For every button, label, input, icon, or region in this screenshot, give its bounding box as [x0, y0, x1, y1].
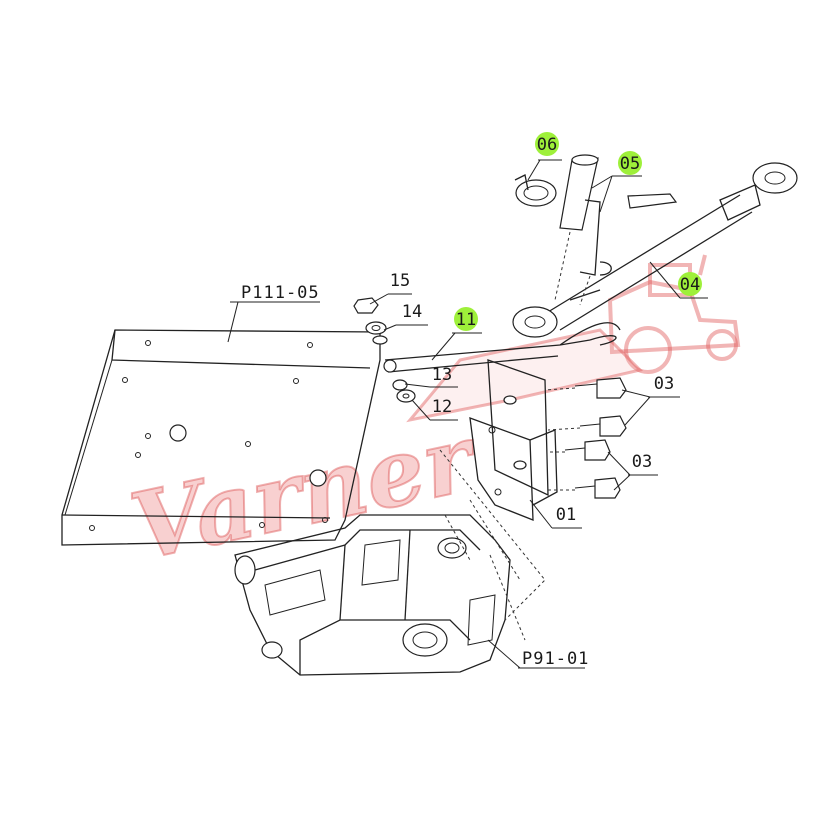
bolt-3: [564, 439, 611, 461]
ref-label-housing: P91-01: [522, 649, 589, 669]
bolt-4: [574, 477, 621, 499]
callout-highlight: [618, 151, 642, 175]
nut-15: [353, 297, 379, 314]
pin-and-clip: [514, 154, 612, 306]
callouts: 06 05 04 11 15 14 13 12 03 03 01: [390, 132, 702, 525]
callout-label: 06: [537, 135, 557, 155]
washer-14: [365, 321, 388, 345]
bracket: [469, 359, 558, 521]
callout-label: 13: [432, 365, 452, 385]
washer-13: [392, 379, 408, 391]
bolts: [544, 377, 627, 499]
lever-arm: [383, 322, 621, 373]
top-link: [512, 162, 798, 338]
leader-lines: [227, 159, 708, 669]
mounting-plate: [61, 329, 381, 546]
callout-label: 01: [556, 505, 576, 525]
callout-c03b: 03: [632, 452, 652, 472]
ref-label-plate: P111-05: [241, 283, 320, 303]
small-hardware: [353, 297, 416, 403]
callout-c12: 12: [432, 397, 452, 417]
callout-c04: 04: [678, 272, 702, 296]
watermark-banner: [406, 328, 643, 423]
callout-label: 11: [456, 310, 476, 330]
callout-c11: 11: [454, 307, 478, 331]
callout-label: 03: [654, 374, 674, 394]
watermark-logo: Varner: [121, 254, 741, 583]
callout-c15: 15: [390, 271, 410, 291]
callout-label: 03: [632, 452, 652, 472]
callout-highlight: [454, 307, 478, 331]
callout-label: 14: [402, 302, 422, 322]
bolt-2: [579, 415, 627, 437]
callout-c01: 01: [556, 505, 576, 525]
tractor-watermark-icon: [607, 254, 741, 374]
callout-label: 05: [620, 154, 640, 174]
callout-c03a: 03: [654, 374, 674, 394]
callout-label: 04: [680, 275, 700, 295]
hydraulic-housing: [234, 449, 546, 676]
callout-c06: 06: [535, 132, 559, 156]
callout-label: 12: [432, 397, 452, 417]
callout-label: 15: [390, 271, 410, 291]
callout-c13: 13: [432, 365, 452, 385]
callout-highlight: [535, 132, 559, 156]
bolt-1: [574, 377, 627, 399]
callout-highlight: [678, 272, 702, 296]
callout-c14: 14: [402, 302, 422, 322]
callout-c05: 05: [618, 151, 642, 175]
washer-12: [396, 389, 416, 403]
